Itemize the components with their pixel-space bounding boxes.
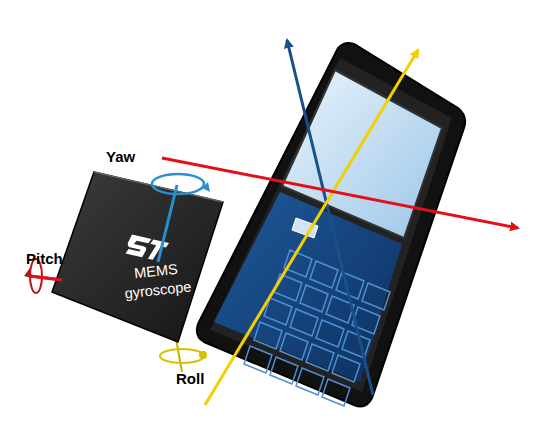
axis-label: Pitch bbox=[26, 250, 63, 267]
gyroscope-chip: MEMS gyroscope bbox=[50, 170, 225, 345]
axis-label: Roll bbox=[176, 370, 204, 387]
chip-outline bbox=[50, 170, 225, 345]
axis-label: Yaw bbox=[106, 148, 135, 165]
